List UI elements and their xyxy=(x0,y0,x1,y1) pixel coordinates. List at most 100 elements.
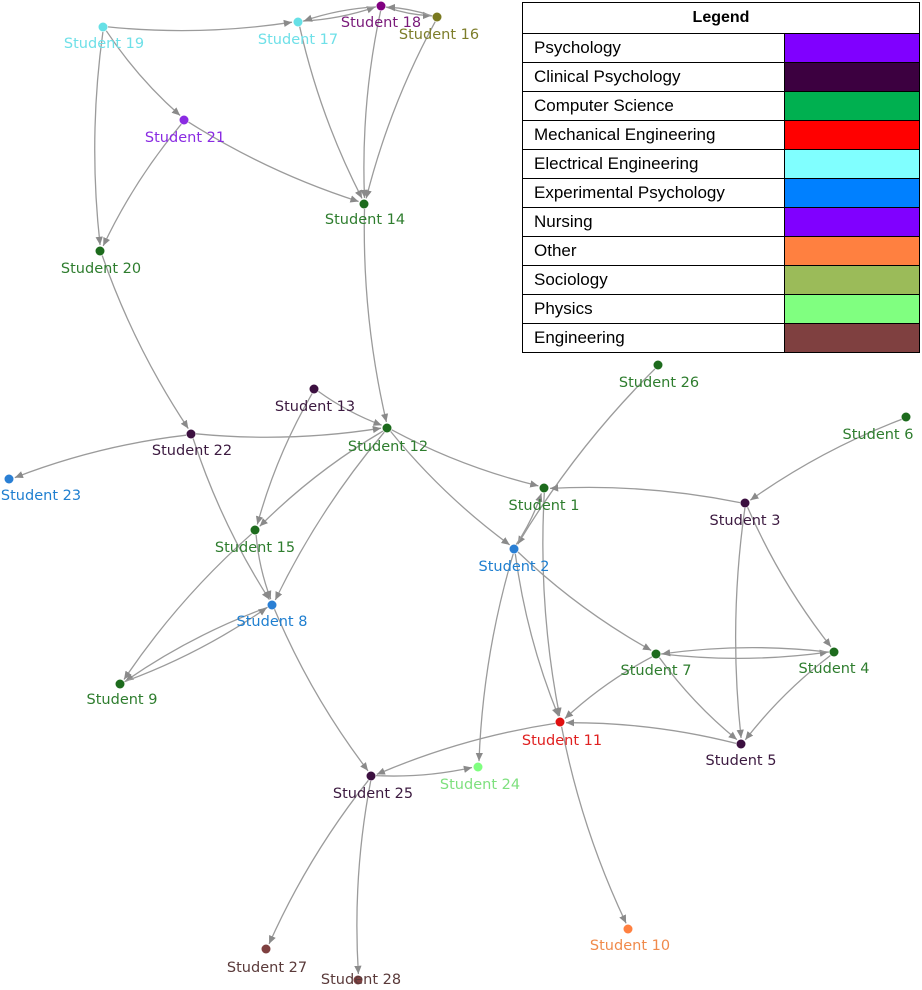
node-label: Student 23 xyxy=(1,488,81,504)
node-dot[interactable] xyxy=(353,975,363,985)
node-dot[interactable] xyxy=(555,717,565,727)
legend-swatch xyxy=(784,62,920,92)
node-s24[interactable]: Student 24 xyxy=(440,762,520,794)
edge-s4-s7 xyxy=(661,646,830,657)
node-dot[interactable] xyxy=(98,22,108,32)
node-s28[interactable]: Student 28 xyxy=(321,972,401,988)
node-s27[interactable]: Student 27 xyxy=(227,944,307,977)
node-s4[interactable]: Student 4 xyxy=(799,647,870,678)
node-dot[interactable] xyxy=(309,384,319,394)
node-dot[interactable] xyxy=(382,423,392,433)
node-s1[interactable]: Student 1 xyxy=(509,483,580,515)
node-s19[interactable]: Student 19 xyxy=(64,22,144,53)
node-s22[interactable]: Student 22 xyxy=(152,429,232,460)
node-dot[interactable] xyxy=(901,412,911,422)
node-label: Student 28 xyxy=(321,972,401,988)
node-s26[interactable]: Student 26 xyxy=(619,360,699,392)
node-s7[interactable]: Student 7 xyxy=(621,649,692,680)
edges-layer xyxy=(14,3,902,975)
edge-s16-s18 xyxy=(386,3,433,17)
edge-s1-s11 xyxy=(542,492,562,717)
legend-swatch xyxy=(784,323,920,353)
node-s2[interactable]: Student 2 xyxy=(479,544,550,576)
node-s11[interactable]: Student 11 xyxy=(522,717,602,750)
legend-row: Psychology xyxy=(521,33,920,63)
edge-s12-s1 xyxy=(391,429,539,488)
edge-s3-s4 xyxy=(747,507,832,648)
node-dot[interactable] xyxy=(359,199,369,209)
node-dot[interactable] xyxy=(623,924,633,934)
node-s9[interactable]: Student 9 xyxy=(87,679,158,709)
legend-row: Experimental Psychology xyxy=(521,178,920,208)
node-dot[interactable] xyxy=(115,679,125,689)
node-dot[interactable] xyxy=(376,1,386,11)
edge-s3-s5 xyxy=(734,507,746,739)
edge-s19-s20 xyxy=(94,31,104,246)
node-dot[interactable] xyxy=(509,544,519,554)
node-dot[interactable] xyxy=(473,762,483,772)
legend-swatch xyxy=(784,120,920,150)
node-dot[interactable] xyxy=(4,474,14,484)
edge-s22-s23 xyxy=(14,434,187,479)
node-dot[interactable] xyxy=(293,17,303,27)
edge-s11-s25 xyxy=(376,722,556,775)
node-s6[interactable]: Student 6 xyxy=(843,412,914,444)
legend-swatch xyxy=(784,178,920,208)
edge-s13-s15 xyxy=(255,393,313,525)
edge-s8-s25 xyxy=(273,609,369,772)
legend-label: Physics xyxy=(521,294,786,324)
edge-s13-s12 xyxy=(318,390,382,426)
node-s20[interactable]: Student 20 xyxy=(61,246,141,278)
node-s25[interactable]: Student 25 xyxy=(333,771,413,803)
edge-s12-s2 xyxy=(390,430,511,546)
node-label: Student 14 xyxy=(325,212,405,228)
node-dot[interactable] xyxy=(736,739,746,749)
legend-swatch xyxy=(784,207,920,237)
node-dot[interactable] xyxy=(651,649,661,659)
node-dot[interactable] xyxy=(653,360,663,370)
node-dot[interactable] xyxy=(829,647,839,657)
node-s13[interactable]: Student 13 xyxy=(275,384,355,416)
node-dot[interactable] xyxy=(95,246,105,256)
node-dot[interactable] xyxy=(186,429,196,439)
node-dot[interactable] xyxy=(740,498,750,508)
legend-row: Clinical Psychology xyxy=(521,62,920,92)
legend-row: Other xyxy=(521,236,920,266)
node-dot[interactable] xyxy=(432,12,442,22)
edge-s4-s5 xyxy=(744,654,831,741)
edge-s25-s24 xyxy=(375,765,473,777)
node-s12[interactable]: Student 12 xyxy=(348,423,428,456)
edge-s8-s9 xyxy=(124,606,268,682)
node-dot[interactable] xyxy=(250,525,260,535)
edge-s2-s7 xyxy=(517,551,652,651)
legend-swatch xyxy=(784,91,920,121)
node-dot[interactable] xyxy=(366,771,376,781)
node-s18[interactable]: Student 18 xyxy=(341,1,421,32)
edge-s2-s24 xyxy=(475,553,514,762)
node-dot[interactable] xyxy=(267,600,277,610)
edge-s20-s22 xyxy=(101,255,189,429)
node-s23[interactable]: Student 23 xyxy=(1,474,81,505)
edge-s18-s17 xyxy=(303,6,377,22)
legend-swatch xyxy=(784,294,920,324)
node-s16[interactable]: Student 16 xyxy=(399,12,479,44)
node-dot[interactable] xyxy=(179,115,189,125)
edge-s9-s8 xyxy=(124,607,268,683)
node-s3[interactable]: Student 3 xyxy=(710,498,781,530)
node-s17[interactable]: Student 17 xyxy=(258,17,338,49)
legend-label: Engineering xyxy=(521,323,786,353)
edge-s15-s8 xyxy=(255,534,272,600)
node-dot[interactable] xyxy=(261,944,271,954)
edge-s6-s3 xyxy=(749,418,902,501)
node-s8[interactable]: Student 8 xyxy=(237,600,308,631)
node-s15[interactable]: Student 15 xyxy=(215,525,295,557)
node-s21[interactable]: Student 21 xyxy=(145,115,225,147)
legend-title: Legend xyxy=(522,2,920,34)
node-s14[interactable]: Student 14 xyxy=(325,199,405,229)
edge-s18-s14 xyxy=(360,10,382,199)
node-label: Student 13 xyxy=(275,399,355,415)
node-s5[interactable]: Student 5 xyxy=(706,739,777,770)
node-dot[interactable] xyxy=(539,483,549,493)
node-s10[interactable]: Student 10 xyxy=(590,924,670,955)
